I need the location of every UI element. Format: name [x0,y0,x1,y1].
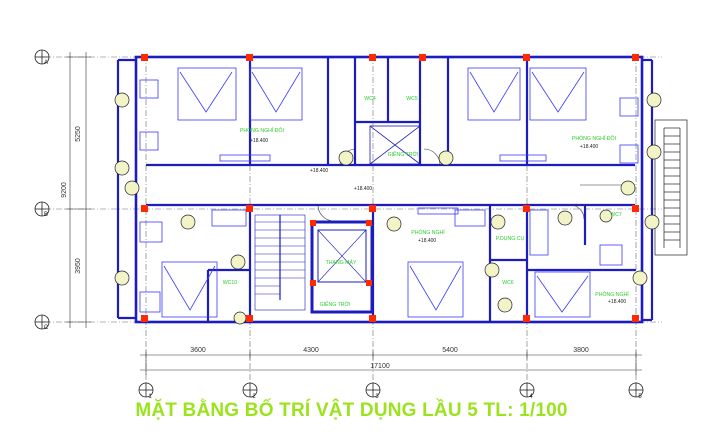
drawing-title: MẶT BẰNG BỐ TRÍ VẬT DỤNG LẦU 5 TL: 1/100 [135,400,568,421]
axis-bubble-2 [242,382,258,398]
staircase [254,214,306,311]
axis-label-a: A [44,60,48,66]
chairs [139,79,639,313]
dim-bottom-total: 17100 [370,363,390,370]
axis-label-b: B [44,212,48,218]
elevator-shaft [310,220,374,314]
label-wc5: WC5 [406,96,418,102]
grid-bubbles [34,49,644,398]
dim-left-2: 3950 [75,258,82,274]
label-room-bottom-right: PHÒNG NGHỈ [595,291,629,298]
axis-label-c: C [44,325,49,331]
label-wc4: WC4 [364,96,376,102]
axis-bubble-3 [365,382,381,398]
label-gieng-troi: GIẾNG TRỜI [388,151,419,158]
axis-bubble-1 [138,382,154,398]
level-marker-6: +18.400 [310,168,328,174]
axis-bubble-4 [519,382,535,398]
level-marker-3: +18.400 [354,186,372,192]
columns [141,54,639,322]
label-room-top-right: PHÒNG NGHỈ ĐÔI [572,135,616,142]
dim-left-1: 5250 [75,126,82,142]
axis-label-5: 5 [638,394,642,400]
dim-bottom-1: 3600 [190,347,206,354]
label-dung-cu: P.DỤNG CỤ [496,236,525,242]
dim-left-total: 9200 [61,182,68,198]
dim-bottom-2: 4300 [303,347,319,354]
level-marker-2: +18.400 [580,144,598,150]
label-gieng-troi-2: GIẾNG TRỜI [320,301,351,308]
wardrobes [211,154,549,256]
label-wc7: WC7 [610,212,622,218]
walls [116,55,654,324]
axis-label-2: 2 [252,394,256,400]
label-wc10: WC10 [223,280,238,286]
dim-bottom-3: 5400 [442,347,458,354]
level-marker-1: +18.400 [250,138,268,144]
label-wc6: WC6 [502,280,514,286]
label-room-top-left: PHÒNG NGHỈ ĐÔI [240,127,284,134]
label-thang-may: THANG MÁY [326,259,357,266]
dim-bottom-4: 3800 [573,347,589,354]
axis-label-1: 1 [148,394,152,400]
axis-label-3: 3 [375,394,379,400]
exterior-staircase [654,119,688,256]
axis-bubble-b [34,201,50,217]
level-marker-4: +18.400 [418,238,436,244]
skylight [369,125,421,165]
axis-bubble-c [34,314,50,330]
label-room-center: PHÒNG NGHỈ [411,229,445,236]
axis-label-4: 4 [529,394,533,400]
beds [161,67,591,318]
dimension-lines [65,52,642,375]
axis-bubble-a [34,49,50,65]
lamps [114,92,662,325]
axis-bubble-5 [628,382,644,398]
level-marker-5: +18.400 [608,299,626,305]
